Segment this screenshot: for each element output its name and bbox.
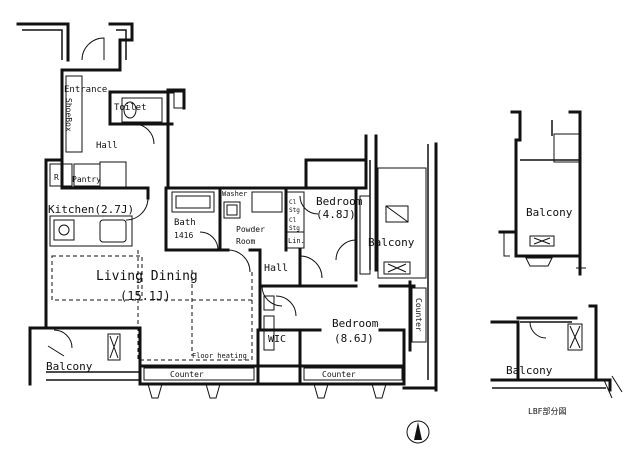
label-balcony-left: Balcony [46, 360, 93, 373]
label-counter-left: Counter [170, 370, 204, 379]
label-bedroom-small-size: (4.8J) [316, 208, 356, 221]
label-storage-top-1: Cl [289, 199, 297, 206]
label-entrance: Entrance [64, 85, 107, 95]
label-bedroom-large: Bedroom [332, 317, 379, 330]
label-toilet: Toilet [114, 103, 147, 113]
label-caption: LBF部分図 [528, 406, 566, 416]
label-bath: Bath [174, 218, 196, 228]
partial-plan-lower [490, 304, 623, 399]
label-counter-bottom: Counter [322, 370, 356, 379]
north-arrow-icon [406, 420, 430, 444]
label-floor-heating: Floor heating [192, 352, 247, 360]
label-wic: WIC [268, 334, 286, 345]
label-balcony-lower-right: Balcony [506, 364, 553, 377]
label-washer: Washer [222, 190, 247, 198]
main-unit-walls [16, 22, 438, 392]
label-balcony-upper-right: Balcony [526, 206, 573, 219]
doors [47, 37, 357, 357]
label-linen: Lin. [288, 237, 305, 245]
label-pantry: Pantry [72, 175, 101, 184]
partial-plan-upper [498, 110, 586, 276]
fixtures [49, 75, 427, 399]
label-storage-bottom-1: Cl [289, 217, 297, 224]
label-balcony-mid: Balcony [368, 236, 415, 249]
label-bedroom-small: Bedroom [316, 195, 363, 208]
label-shoebox: ShoeBox [64, 98, 73, 132]
label-storage-top-2: Stg [289, 207, 300, 214]
label-powder-room-line1: Powder [236, 225, 265, 234]
label-kitchen: Kitchen(2.7J) [48, 203, 134, 216]
label-hall-center: Hall [264, 263, 288, 274]
room-labels: Entrance ShoeBox Toilet Hall R Pantry Ki… [46, 85, 573, 416]
label-storage-bottom-2: Stg [289, 225, 300, 232]
label-powder-room-line2: Room [236, 237, 255, 246]
label-bedroom-large-size: (8.6J) [334, 332, 374, 345]
label-counter-right: Counter [414, 298, 423, 332]
label-living-dining-size: (15.1J) [120, 289, 171, 303]
label-refrigerator: R [54, 173, 59, 182]
label-hall-upper: Hall [96, 141, 118, 151]
label-living-dining: Living Dining [96, 269, 198, 284]
label-bath-size: 1416 [174, 231, 193, 240]
